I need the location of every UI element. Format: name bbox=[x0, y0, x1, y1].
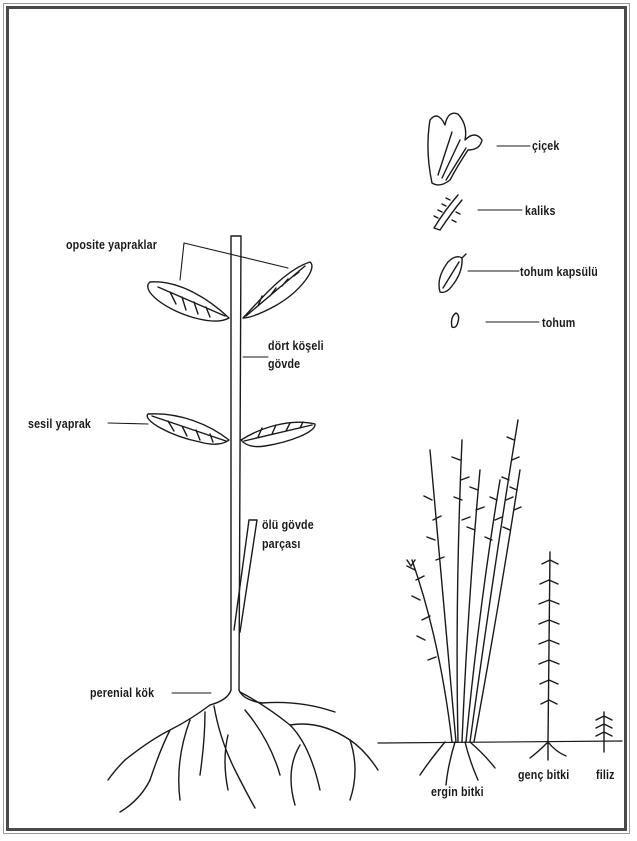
perennial-root bbox=[108, 692, 378, 812]
label-seedling: filiz bbox=[596, 767, 615, 782]
ground-line bbox=[378, 741, 622, 743]
seed-capsule-drawing bbox=[439, 254, 466, 292]
mature-plant-drawing bbox=[407, 420, 521, 785]
young-plant-drawing bbox=[530, 552, 566, 760]
calyx-drawing bbox=[434, 195, 462, 230]
seed-drawing bbox=[452, 313, 459, 327]
opposite-leaves bbox=[148, 262, 312, 321]
label-dead-stem-2: parçası bbox=[262, 536, 300, 551]
label-sessile-leaf: sesil yaprak bbox=[28, 416, 91, 431]
label-seed-capsule: tohum kapsülü bbox=[520, 264, 598, 279]
label-opposite-leaves: oposite yapraklar bbox=[66, 237, 157, 252]
label-perennial-root: perenial kök bbox=[90, 685, 154, 700]
label-flower: çiçek bbox=[532, 138, 560, 153]
seedling-drawing bbox=[596, 712, 612, 752]
label-young-plant: genç bitki bbox=[518, 767, 569, 782]
label-calyx: kaliks bbox=[525, 203, 556, 218]
flower-drawing bbox=[428, 113, 482, 185]
label-seed: tohum bbox=[542, 315, 575, 330]
label-mature-plant: ergin bitki bbox=[431, 784, 484, 799]
label-four-angled-stem-2: gövde bbox=[268, 356, 300, 371]
dead-stem-piece bbox=[234, 520, 257, 632]
label-dead-stem-1: ölü gövde bbox=[262, 517, 314, 532]
label-four-angled-stem: dört köşeli bbox=[268, 338, 324, 353]
